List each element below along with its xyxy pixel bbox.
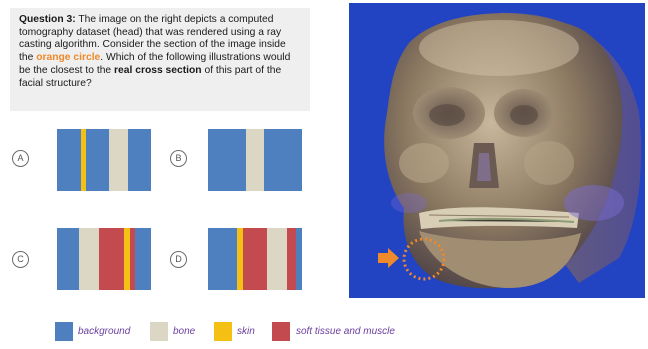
option-d-illustration[interactable] [208,228,302,290]
legend-label-bone: bone [173,326,195,337]
legend-label-tissue: soft tissue and muscle [296,326,395,337]
question-label: Question 3: [19,14,76,25]
legend-swatch-background [55,322,73,341]
skull-illustration [349,3,645,298]
legend-swatch-bone [150,322,168,341]
ct-head-rendering [349,3,645,298]
bone-stripe [109,129,128,191]
bone-stripe [79,228,99,290]
option-d-radio[interactable]: D [170,251,187,268]
skin-stripe [81,129,86,191]
tissue-stripe [287,228,296,290]
tissue-stripe [243,228,267,290]
option-a-illustration[interactable] [57,129,151,191]
legend-label-skin: skin [237,326,255,337]
legend-label-background: background [78,326,130,337]
bone-stripe [246,129,264,191]
option-b-radio[interactable]: B [170,150,187,167]
question-emphasis: real cross section [114,65,202,76]
bone-stripe [267,228,287,290]
legend-swatch-tissue [272,322,290,341]
option-b-illustration[interactable] [208,129,302,191]
question-box: Question 3: The image on the right depic… [10,8,310,111]
question-highlight: orange circle [36,52,100,63]
tissue-stripe [130,228,135,290]
option-c-radio[interactable]: C [12,251,29,268]
option-c-illustration[interactable] [57,228,151,290]
legend-swatch-skin [214,322,232,341]
tissue-stripe [99,228,124,290]
option-a-radio[interactable]: A [12,150,29,167]
